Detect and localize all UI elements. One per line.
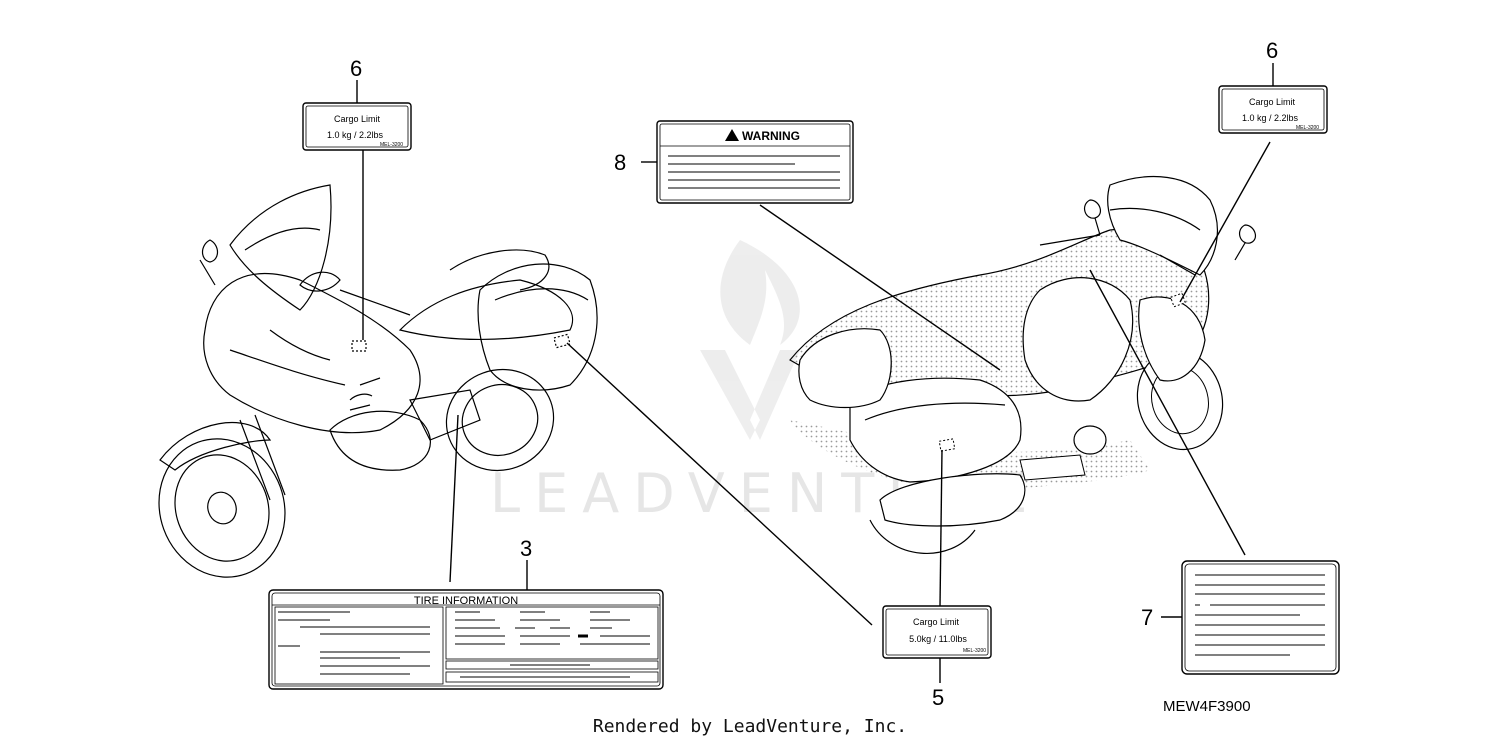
callout-3: 3	[520, 536, 532, 561]
cargo-limit-value: 1.0 kg / 2.2lbs	[1242, 113, 1299, 123]
callout-6-right: 6	[1266, 38, 1278, 63]
tire-information-title: TIRE INFORMATION	[414, 595, 518, 607]
callout-5: 5	[932, 685, 944, 710]
motorcycle-right-illustration	[789, 175, 1257, 554]
label-code: MEL-3200	[380, 142, 403, 148]
label-tire-information: TIRE INFORMATION	[268, 589, 664, 690]
cargo-limit-title: Cargo Limit	[1249, 97, 1296, 107]
callout-6-left: 6	[350, 56, 362, 81]
leader-lines	[356, 63, 1274, 683]
cargo-limit-value: 5.0kg / 11.0lbs	[909, 634, 967, 644]
warning-triangle-icon	[725, 129, 739, 141]
part-number: MEW4F3900	[1163, 698, 1251, 715]
label-generic-7	[1181, 560, 1340, 675]
cargo-limit-value: 1.0 kg / 2.2lbs	[327, 130, 384, 140]
label-code: MEL-3200	[963, 648, 986, 654]
motorcycle-left-illustration	[158, 184, 598, 578]
cargo-limit-title: Cargo Limit	[334, 114, 381, 124]
render-credit: Rendered by LeadVenture, Inc.	[592, 716, 908, 737]
label-cargo-limit-large: Cargo Limit 5.0kg / 11.0lbs MEL-3200	[882, 605, 992, 659]
label-code: MEL-3200	[1296, 125, 1319, 131]
warning-title: WARNING	[742, 129, 800, 143]
label-cargo-limit-small-left: Cargo Limit 1.0 kg / 2.2lbs MEL-3200	[302, 102, 412, 151]
callout-8: 8	[614, 150, 626, 175]
callout-7: 7	[1141, 605, 1153, 630]
cargo-limit-title: Cargo Limit	[913, 617, 960, 627]
label-cargo-limit-small-right: Cargo Limit 1.0 kg / 2.2lbs MEL-3200	[1218, 85, 1328, 134]
label-warning: WARNING	[656, 120, 854, 204]
watermark-logo	[700, 240, 800, 440]
